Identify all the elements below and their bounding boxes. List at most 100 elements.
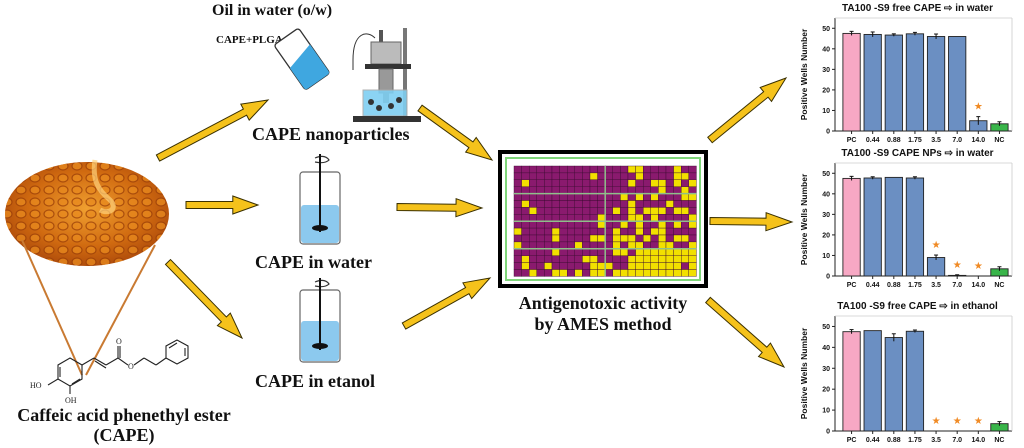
plate-well-positive [612,241,621,250]
antigenotoxic-label-line1: Antigenotoxic activity [518,293,688,313]
plate-well-negative [582,172,591,180]
plate-well-positive [673,269,682,277]
plate-well-positive [642,248,651,256]
plate-well-negative [513,207,522,215]
plate-well-negative [521,220,530,229]
plate-well-negative [620,255,629,263]
plate-well-negative [521,241,530,250]
plate-well-negative [529,214,538,222]
plate-well-negative [597,165,606,174]
plate-well-negative [612,165,621,174]
plate-well-positive [658,207,667,215]
plate-well-negative [513,200,522,208]
plate-well-negative [673,186,682,194]
plate-well-positive [589,234,598,243]
plate-well-negative [620,207,629,215]
x-tick-label: NC [994,282,1004,289]
plate-well-negative [582,214,591,222]
chart-title: TA100 -S9 free CAPE ⇨ in water [842,3,993,14]
plate-well-positive [688,248,697,256]
plate-well-positive [635,165,644,174]
plate-well-negative [529,172,538,180]
plate-well-negative [536,262,545,270]
plate-well-negative [612,172,621,180]
plate-well-positive [680,248,689,256]
plate-well-negative [536,214,545,222]
plate-well-negative [642,227,651,236]
plate-well-negative [536,200,545,208]
plate-well-negative [559,165,568,174]
plate-well-negative [521,234,530,243]
arrow-nanoparticles-to-plate [417,104,494,161]
plate-well-negative [680,262,689,270]
plate-well-negative [529,248,538,256]
plate-well-negative [604,193,613,201]
y-tick-label: 20 [822,87,830,94]
plate-well-negative [559,214,568,222]
plate-well-positive [650,207,659,215]
plate-well-negative [620,179,629,187]
plate-well-negative [566,248,575,256]
plate-well-positive [658,262,667,270]
bar-3.5 [926,257,946,277]
plate-well-negative [566,193,575,201]
y-tick-label: 10 [822,108,830,115]
x-tick-label: 1.75 [908,282,922,289]
pouring-beaker-icon [274,28,330,90]
plate-well-positive [658,186,667,194]
plate-well-positive [627,241,636,250]
plate-well-negative [665,207,674,215]
plate-well-negative [604,269,613,277]
plate-well-negative [559,207,568,215]
plate-well-positive [627,214,636,222]
plate-well-negative [612,262,621,270]
plate-well-negative [582,200,591,208]
plate-well-positive [627,179,636,187]
plate-well-positive [627,200,636,208]
plate-well-negative [529,255,538,263]
plate-well-negative [513,220,522,229]
plate-well-positive [513,227,522,236]
plate-well-positive [574,269,583,277]
plate-well-negative [597,207,606,215]
x-tick-label: 14.0 [972,282,986,289]
plate-well-positive [673,234,682,243]
antigenotoxic-label-line2: by AMES method [534,314,672,334]
stirred-beaker-ethanol-icon [299,278,341,363]
plate-well-positive [688,262,697,270]
plate-well-positive [635,241,644,250]
plate-well-positive [612,207,621,215]
plate-well-negative [589,214,598,222]
plate-well-negative [529,262,538,270]
arrow-honey-to-nanoparticles [155,99,270,162]
plate-well-negative [597,248,606,256]
plate-well-positive [688,220,697,229]
plate-well-positive [635,255,644,263]
plate-well-negative [582,193,591,201]
plate-well-negative [620,241,629,250]
plate-well-negative [559,241,568,250]
plate-well-negative [597,186,606,194]
plate-well-negative [582,262,591,270]
x-tick-label: 0.88 [887,437,901,444]
plate-well-negative [658,172,667,180]
plate-well-negative [673,227,682,236]
plate-well-negative [574,172,583,180]
plate-well-negative [551,172,560,180]
plate-well-positive [612,227,621,236]
plate-well-negative [536,234,545,243]
plate-well-negative [620,165,629,174]
plate-well-negative [529,241,538,250]
plate-well-negative [536,227,545,236]
plate-well-negative [559,186,568,194]
plate-well-negative [688,200,697,208]
plate-well-positive [658,220,667,229]
plate-well-negative [551,200,560,208]
bar-0.88 [884,337,903,432]
bar-0.44 [863,177,882,277]
plate-well-negative [680,227,689,236]
plate-well-negative [536,241,545,250]
arrow-honey-to-etanol [164,258,244,340]
plate-well-negative [589,200,598,208]
plate-well-positive [680,269,689,277]
